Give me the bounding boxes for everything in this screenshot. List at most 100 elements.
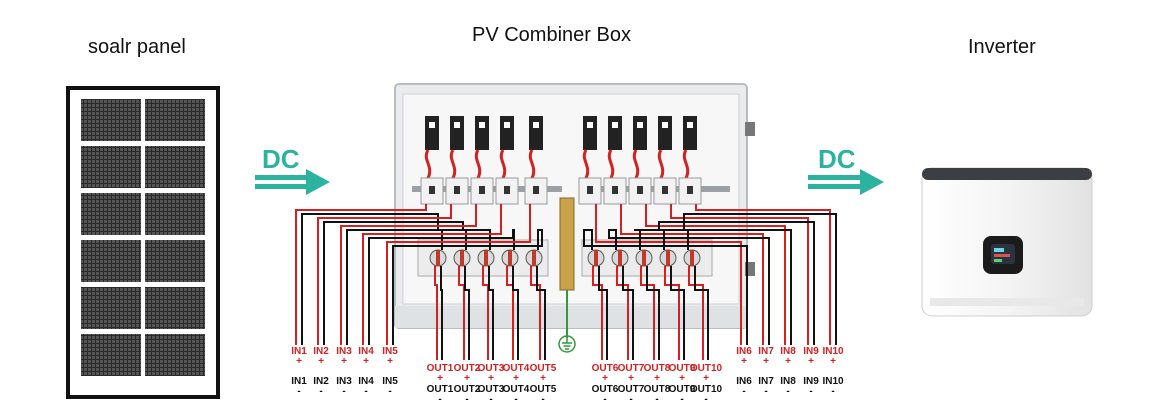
fuse-wire	[528, 149, 536, 179]
wire-output-positive	[482, 266, 489, 360]
terminal-positive-label: IN5	[382, 346, 398, 357]
terminal-minus-sign: -	[764, 386, 767, 397]
fuse-holder	[500, 116, 514, 150]
isolator-handle	[436, 250, 440, 266]
wire-output-negative	[512, 266, 519, 360]
breaker-toggle	[479, 186, 485, 194]
fuse-holder	[529, 116, 543, 150]
terminal-plus-sign: +	[437, 373, 443, 384]
dc-arrow-right-label: DC	[818, 144, 856, 174]
solar-cell	[81, 240, 141, 282]
wire-positive	[595, 204, 742, 345]
wire-negative	[583, 229, 748, 345]
terminal-negative-label: IN8	[780, 376, 796, 387]
terminal-positive-label: IN9	[803, 346, 819, 357]
solar-cell	[145, 287, 205, 329]
fuse-holder	[583, 116, 597, 150]
isolator-handle	[484, 250, 488, 266]
terminal-minus-sign: -	[831, 386, 834, 397]
ground-symbol	[558, 290, 576, 353]
terminal-negative-label: OUT7	[618, 384, 645, 395]
wire-positive	[670, 204, 809, 345]
combiner-box	[394, 83, 755, 329]
dc-arrow-left-label: DC	[262, 144, 300, 174]
terminal-negative-label: OUT5	[530, 384, 557, 395]
terminal-plus-sign: +	[654, 373, 660, 384]
terminal-positive-label: OUT4	[503, 363, 530, 374]
isolator-handle	[642, 250, 646, 266]
fuse-holder	[608, 116, 622, 150]
terminal-plus-sign: +	[488, 373, 494, 384]
terminal-plus-sign: +	[513, 373, 519, 384]
wire-positive	[362, 204, 502, 345]
terminal-minus-sign: -	[655, 394, 658, 405]
terminal-positive-label: IN3	[336, 346, 352, 357]
fuse-wire	[449, 149, 457, 179]
fuse-window	[662, 122, 668, 128]
terminal-minus-sign: -	[489, 394, 492, 405]
isolator-handle	[508, 250, 512, 266]
solar-cell	[81, 287, 141, 329]
fuse-wire	[582, 149, 590, 179]
fuse-window	[687, 122, 693, 128]
terminal-negative-label: OUT8	[644, 384, 671, 395]
terminal-negative-label: IN9	[803, 376, 819, 387]
terminal-negative-label: IN10	[822, 376, 844, 387]
fuse-window	[612, 122, 618, 128]
fuse-window	[504, 122, 510, 128]
terminal-plus-sign: +	[763, 356, 769, 367]
terminal-positive-label: OUT3	[478, 363, 505, 374]
terminal-minus-sign: -	[809, 386, 812, 397]
isolator-handle	[532, 250, 536, 266]
isolator-handle	[618, 250, 622, 266]
terminal-negative-label: IN4	[358, 376, 374, 387]
wire-output-positive	[434, 266, 438, 360]
wire-negative	[658, 221, 815, 345]
terminal-plus-sign: +	[628, 373, 634, 384]
solar-cell	[81, 146, 141, 188]
terminal-positive-label: IN7	[758, 346, 774, 357]
terminal-positive-label: IN2	[313, 346, 329, 357]
solar-cell	[81, 99, 141, 141]
terminal-plus-sign: +	[318, 356, 324, 367]
terminal-plus-sign: +	[741, 356, 747, 367]
wire-output-positive	[458, 266, 465, 360]
terminal-minus-sign: -	[629, 394, 632, 405]
wire-output-negative	[598, 266, 608, 360]
terminal-negative-label: IN3	[336, 376, 352, 387]
terminal-positive-label: OUT6	[592, 363, 619, 374]
solar-cell	[145, 99, 205, 141]
breaker-toggle	[587, 186, 593, 194]
wire-output-negative	[536, 266, 546, 360]
fuse-holder	[425, 116, 439, 150]
fuse-wire	[424, 149, 432, 179]
wire-output-positive	[530, 266, 541, 360]
terminal-minus-sign: -	[680, 394, 683, 405]
wire-output-negative	[464, 266, 470, 360]
fuse-wire	[682, 149, 690, 179]
wire-negative	[683, 213, 837, 345]
wire-positive	[645, 204, 786, 345]
wire-negative	[608, 229, 770, 345]
breaker-toggle	[687, 186, 693, 194]
terminal-plus-sign: +	[785, 356, 791, 367]
terminal-plus-sign: +	[341, 356, 347, 367]
wire-output-negative	[488, 266, 494, 360]
breaker-toggle	[612, 186, 618, 194]
terminal-positive-label: OUT5	[530, 363, 557, 374]
inverter	[921, 167, 1093, 317]
fuse-window	[429, 122, 435, 128]
terminal-minus-sign: -	[319, 386, 322, 397]
wire-output-positive	[506, 266, 514, 360]
terminal-positive-label: IN8	[780, 346, 796, 357]
terminal-minus-sign: -	[388, 386, 391, 397]
wire-positive	[317, 204, 452, 345]
solar-cell	[145, 193, 205, 235]
terminal-minus-sign: -	[742, 386, 745, 397]
terminal-positive-label: OUT1	[427, 363, 454, 374]
fuse-window	[479, 122, 485, 128]
solar-panel	[66, 86, 220, 399]
terminal-minus-sign: -	[704, 394, 707, 405]
terminal-minus-sign: -	[438, 394, 441, 405]
solar-cell	[145, 240, 205, 282]
